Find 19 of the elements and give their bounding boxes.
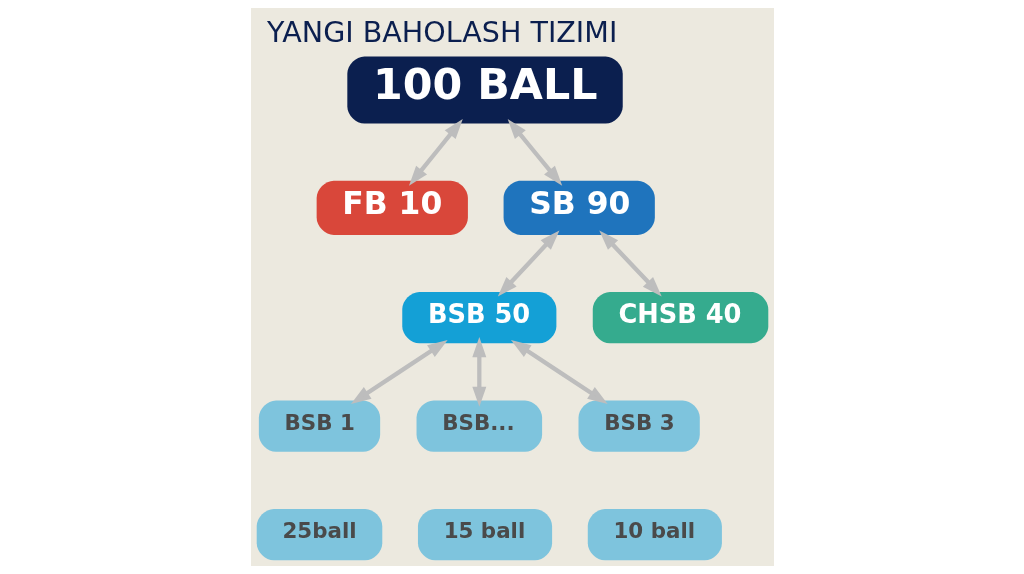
arrow <box>507 119 562 186</box>
node-box: BSB 3 <box>578 400 700 452</box>
arrow <box>598 230 662 297</box>
node-box: 25ball <box>256 508 382 561</box>
node-box: BSB 1 <box>258 400 380 452</box>
arrow <box>350 340 448 404</box>
node-box: BSB 50 <box>401 292 556 344</box>
node-box: 10 ball <box>587 508 722 561</box>
node-box: SB 90 <box>503 180 655 235</box>
node-box: FB 10 <box>316 180 468 235</box>
node-box: 15 ball <box>417 508 552 561</box>
diagram-title: YANGI BAHOLASH TIZIMI <box>266 16 617 50</box>
arrow <box>408 119 463 186</box>
arrow <box>510 340 608 404</box>
node-box: 100 BALL <box>346 56 623 124</box>
arrow <box>471 337 486 407</box>
arrow <box>497 230 559 297</box>
node-box: BSB... <box>416 400 542 452</box>
node-box: CHSB 40 <box>592 292 768 344</box>
